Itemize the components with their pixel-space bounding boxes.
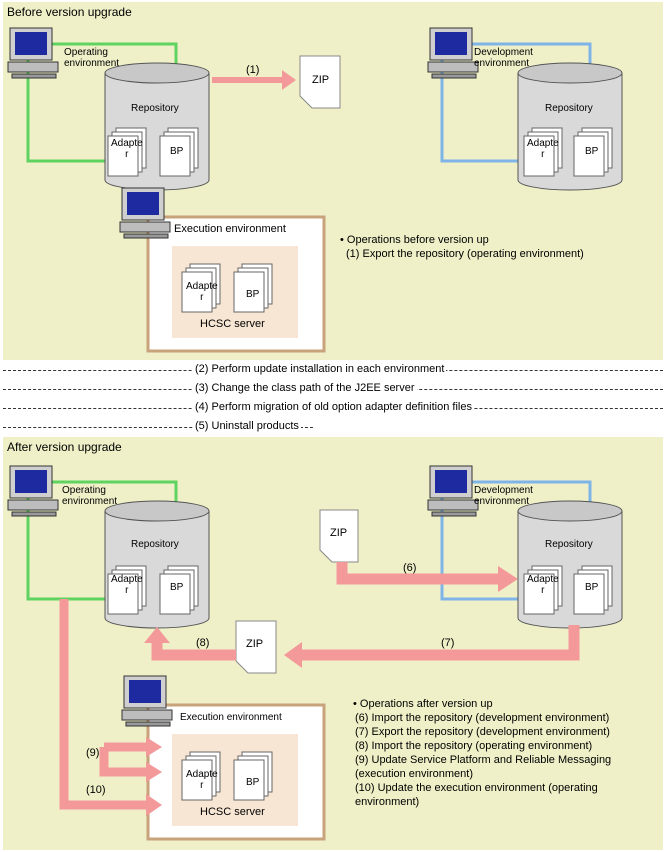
zip-label: ZIP	[246, 638, 264, 650]
computer-icon	[7, 465, 59, 517]
document-icon	[523, 565, 613, 615]
document-icon	[181, 263, 273, 313]
computer-icon	[7, 27, 59, 79]
note-item: (execution environment)	[355, 768, 474, 780]
adapter-label: Adapte r	[111, 138, 143, 160]
after-title: After version upgrade	[7, 440, 122, 454]
execution-env-label: Execution environment	[180, 712, 282, 723]
adapter-label: Adapte r	[186, 769, 218, 791]
bp-label: BP	[170, 146, 184, 157]
execution-env-label: Execution environment	[174, 223, 286, 235]
arrow-icon	[59, 599, 162, 816]
step-label: (9)	[86, 747, 100, 759]
repository-label: Repository	[545, 103, 593, 114]
note-item: (9) Update Service Platform and Reliable…	[355, 754, 612, 766]
zip-label: ZIP	[330, 527, 348, 539]
step-label: (6)	[403, 562, 417, 574]
zip-label: ZIP	[312, 74, 330, 86]
note-item: (8) Import the repository (operating env…	[355, 740, 593, 752]
step-label: (8)	[196, 637, 210, 649]
repository-label: Repository	[545, 539, 593, 550]
separator-label: (3) Change the class path of the J2EE se…	[193, 382, 417, 395]
development-env-label: Development environment	[474, 47, 533, 69]
document-icon	[181, 751, 273, 801]
adapter-label: Adapte r	[527, 138, 559, 160]
computer-icon	[427, 27, 479, 79]
adapter-label: Adapte r	[527, 574, 559, 596]
computer-icon	[119, 187, 171, 239]
separator-label: (4) Perform migration of old option adap…	[193, 401, 474, 414]
step-label: (7)	[441, 637, 455, 649]
document-icon	[107, 565, 199, 615]
separator-label: (5) Uninstall products	[193, 420, 301, 433]
step-label: (10)	[86, 784, 106, 796]
separator-label: (2) Perform update installation in each …	[193, 363, 447, 376]
bp-label: BP	[585, 582, 599, 593]
arrow-icon	[284, 625, 580, 668]
operating-env-label: Operating environment	[62, 485, 118, 507]
before-title: Before version upgrade	[7, 5, 132, 19]
note-item: environment)	[355, 796, 420, 808]
before-notes: • Operations before version up (1) Expor…	[340, 233, 584, 261]
repository-label: Repository	[131, 103, 179, 114]
document-icon	[107, 127, 199, 177]
note-item: (7) Export the repository (development e…	[355, 726, 610, 738]
computer-icon	[121, 675, 173, 727]
before-diagram	[7, 27, 623, 353]
development-env-label: Development environment	[474, 485, 533, 507]
arrow-icon	[144, 627, 236, 661]
adapter-label: Adapte r	[186, 281, 218, 303]
note-item: (1) Export the repository (operating env…	[346, 248, 584, 260]
hcsc-label: HCSC server	[200, 806, 265, 818]
document-icon	[523, 127, 613, 177]
document-icon	[299, 55, 341, 109]
separator-line	[3, 427, 313, 428]
adapter-label: Adapte r	[111, 574, 143, 596]
arrow-icon	[99, 737, 162, 782]
operating-env-label: Operating environment	[64, 47, 120, 69]
hcsc-label: HCSC server	[200, 318, 265, 330]
notes-title: • Operations after version up	[353, 698, 493, 710]
computer-icon	[427, 465, 479, 517]
note-item: (6) Import the repository (development e…	[355, 712, 610, 724]
bp-label: BP	[585, 146, 599, 157]
note-item: (10) Update the execution environment (o…	[355, 782, 598, 794]
bp-label: BP	[170, 582, 184, 593]
repository-label: Repository	[131, 539, 179, 550]
arrow-icon	[212, 70, 296, 90]
after-diagram	[7, 465, 623, 841]
bp-label: BP	[246, 289, 260, 300]
arrow-icon	[336, 562, 518, 592]
step-label: (1)	[246, 64, 260, 76]
after-notes: • Operations after version up (6) Import…	[353, 697, 611, 809]
bp-label: BP	[246, 777, 260, 788]
notes-title: • Operations before version up	[340, 234, 489, 246]
